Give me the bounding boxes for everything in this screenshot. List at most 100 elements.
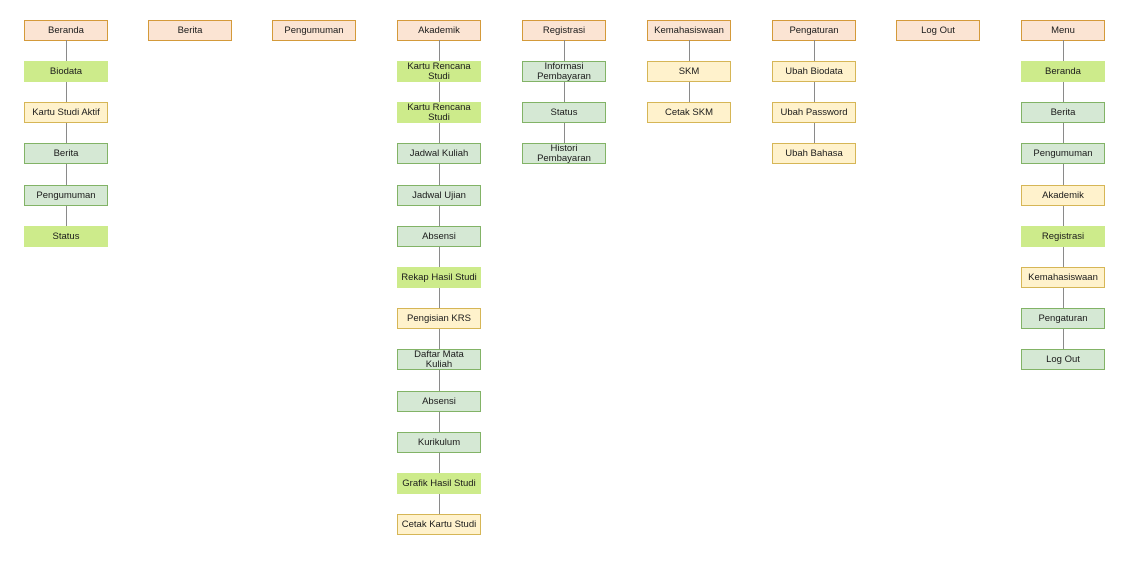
node-menu-header: Menu — [1021, 20, 1105, 41]
node-menu-akademik: Akademik — [1021, 185, 1105, 206]
connector-akademik-0 — [439, 40, 440, 61]
node-akademik-kurikulum-label: Kurikulum — [417, 436, 461, 448]
node-kemahasiswaan-cetak-skm: Cetak SKM — [647, 102, 731, 123]
connector-akademik-4 — [439, 206, 440, 226]
node-beranda-status: Status — [24, 226, 108, 247]
node-pengaturan-header: Pengaturan — [772, 20, 856, 41]
node-akademik-rekap-hasil-studi-label: Rekap Hasil Studi — [401, 271, 477, 283]
connector-kemahasiswaan-1 — [689, 82, 690, 102]
connector-menu-6 — [1063, 288, 1064, 308]
node-registrasi-header: Registrasi — [522, 20, 606, 41]
node-akademik-grafik-hasil-studi-label: Grafik Hasil Studi — [402, 477, 476, 489]
node-akademik-jadwal-kuliah-label: Jadwal Kuliah — [409, 147, 469, 159]
node-berita-header-label: Berita — [177, 24, 203, 36]
node-logout-header: Log Out — [896, 20, 980, 41]
connector-registrasi-0 — [564, 40, 565, 61]
connector-menu-4 — [1063, 206, 1064, 226]
node-menu-beranda-label: Beranda — [1045, 65, 1081, 77]
node-akademik-rekap-hasil-studi: Rekap Hasil Studi — [397, 267, 481, 288]
node-logout-header-label: Log Out — [921, 24, 955, 36]
node-akademik-absensi-label: Absensi — [422, 230, 456, 242]
node-pengaturan-ubah-password: Ubah Password — [772, 102, 856, 123]
connector-akademik-1 — [439, 82, 440, 102]
node-akademik-jadwal-kuliah: Jadwal Kuliah — [397, 143, 481, 164]
node-menu-log-out: Log Out — [1021, 349, 1105, 370]
node-berita-header: Berita — [148, 20, 232, 41]
node-pengaturan-ubah-password-label: Ubah Password — [780, 106, 848, 118]
node-kemahasiswaan-skm-label: SKM — [678, 65, 700, 77]
node-pengumuman-header-label: Pengumuman — [284, 24, 344, 36]
node-pengaturan-ubah-bahasa-label: Ubah Bahasa — [785, 147, 843, 159]
node-beranda-header-label: Beranda — [48, 24, 84, 36]
node-akademik-jadwal-ujian: Jadwal Ujian — [397, 185, 481, 206]
connector-registrasi-1 — [564, 82, 565, 102]
node-akademik-kartu-rencana-studi-label: Kartu Rencana Studi — [407, 101, 471, 123]
node-akademik-kartu-rencana-studi: Kartu Rencana Studi — [397, 102, 481, 123]
connector-menu-5 — [1063, 247, 1064, 267]
node-menu-beranda: Beranda — [1021, 61, 1105, 82]
connector-beranda-1 — [66, 82, 67, 102]
node-beranda-berita: Berita — [24, 143, 108, 164]
node-menu-pengaturan-label: Pengaturan — [1038, 312, 1088, 324]
connector-pengaturan-2 — [814, 123, 815, 143]
node-beranda-biodata-label: Biodata — [49, 65, 83, 77]
node-akademik-header: Akademik — [397, 20, 481, 41]
node-pengaturan-ubah-biodata-label: Ubah Biodata — [785, 65, 843, 77]
node-menu-kemahasiswaan-label: Kemahasiswaan — [1028, 271, 1098, 283]
node-akademik-kartu-rencana-studi: Kartu Rencana Studi — [397, 61, 481, 82]
connector-pengaturan-0 — [814, 40, 815, 61]
node-registrasi-histori-pembayaran: Histori Pembayaran — [522, 143, 606, 164]
node-akademik-absensi: Absensi — [397, 391, 481, 412]
connector-pengaturan-1 — [814, 82, 815, 102]
connector-menu-3 — [1063, 164, 1064, 185]
node-menu-pengaturan: Pengaturan — [1021, 308, 1105, 329]
node-beranda-kartu-studi-aktif-label: Kartu Studi Aktif — [32, 106, 100, 118]
connector-akademik-11 — [439, 494, 440, 514]
node-beranda-berita-label: Berita — [53, 147, 79, 159]
node-menu-registrasi: Registrasi — [1021, 226, 1105, 247]
connector-akademik-8 — [439, 370, 440, 391]
node-menu-pengumuman-label: Pengumuman — [1033, 147, 1093, 159]
node-kemahasiswaan-cetak-skm-label: Cetak SKM — [664, 106, 714, 118]
node-akademik-kurikulum: Kurikulum — [397, 432, 481, 453]
node-registrasi-informasi-pembayaran-label: Informasi Pembayaran — [537, 60, 591, 82]
connector-beranda-4 — [66, 206, 67, 226]
node-menu-berita-label: Berita — [1050, 106, 1076, 118]
node-registrasi-header-label: Registrasi — [542, 24, 586, 36]
connector-beranda-2 — [66, 123, 67, 143]
connector-menu-2 — [1063, 123, 1064, 143]
connector-beranda-3 — [66, 164, 67, 185]
node-akademik-kartu-rencana-studi-label: Kartu Rencana Studi — [407, 60, 471, 82]
node-kemahasiswaan-header: Kemahasiswaan — [647, 20, 731, 41]
node-registrasi-status: Status — [522, 102, 606, 123]
node-menu-akademik-label: Akademik — [1042, 189, 1084, 201]
node-beranda-kartu-studi-aktif: Kartu Studi Aktif — [24, 102, 108, 123]
node-pengaturan-header-label: Pengaturan — [789, 24, 839, 36]
node-akademik-pengisian-krs: Pengisian KRS — [397, 308, 481, 329]
node-akademik-header-label: Akademik — [418, 24, 460, 36]
node-beranda-biodata: Biodata — [24, 61, 108, 82]
node-akademik-cetak-kartu-studi: Cetak Kartu Studi — [397, 514, 481, 535]
connector-kemahasiswaan-0 — [689, 40, 690, 61]
node-menu-kemahasiswaan: Kemahasiswaan — [1021, 267, 1105, 288]
node-pengaturan-ubah-biodata: Ubah Biodata — [772, 61, 856, 82]
node-beranda-header: Beranda — [24, 20, 108, 41]
connector-akademik-2 — [439, 123, 440, 143]
connector-beranda-0 — [66, 40, 67, 61]
node-registrasi-status-label: Status — [550, 106, 578, 118]
node-beranda-status-label: Status — [52, 230, 80, 242]
node-pengumuman-header: Pengumuman — [272, 20, 356, 41]
node-menu-log-out-label: Log Out — [1046, 353, 1080, 365]
connector-akademik-10 — [439, 453, 440, 473]
node-akademik-pengisian-krs-label: Pengisian KRS — [407, 312, 471, 324]
node-menu-pengumuman: Pengumuman — [1021, 143, 1105, 164]
connector-registrasi-2 — [564, 123, 565, 143]
node-akademik-grafik-hasil-studi: Grafik Hasil Studi — [397, 473, 481, 494]
node-akademik-absensi-label: Absensi — [422, 395, 456, 407]
node-beranda-pengumuman-label: Pengumuman — [36, 189, 96, 201]
connector-menu-7 — [1063, 329, 1064, 349]
node-akademik-daftar-mata-kuliah-label: Daftar Mata Kuliah — [414, 348, 464, 370]
node-registrasi-informasi-pembayaran: Informasi Pembayaran — [522, 61, 606, 82]
node-akademik-daftar-mata-kuliah: Daftar Mata Kuliah — [397, 349, 481, 370]
